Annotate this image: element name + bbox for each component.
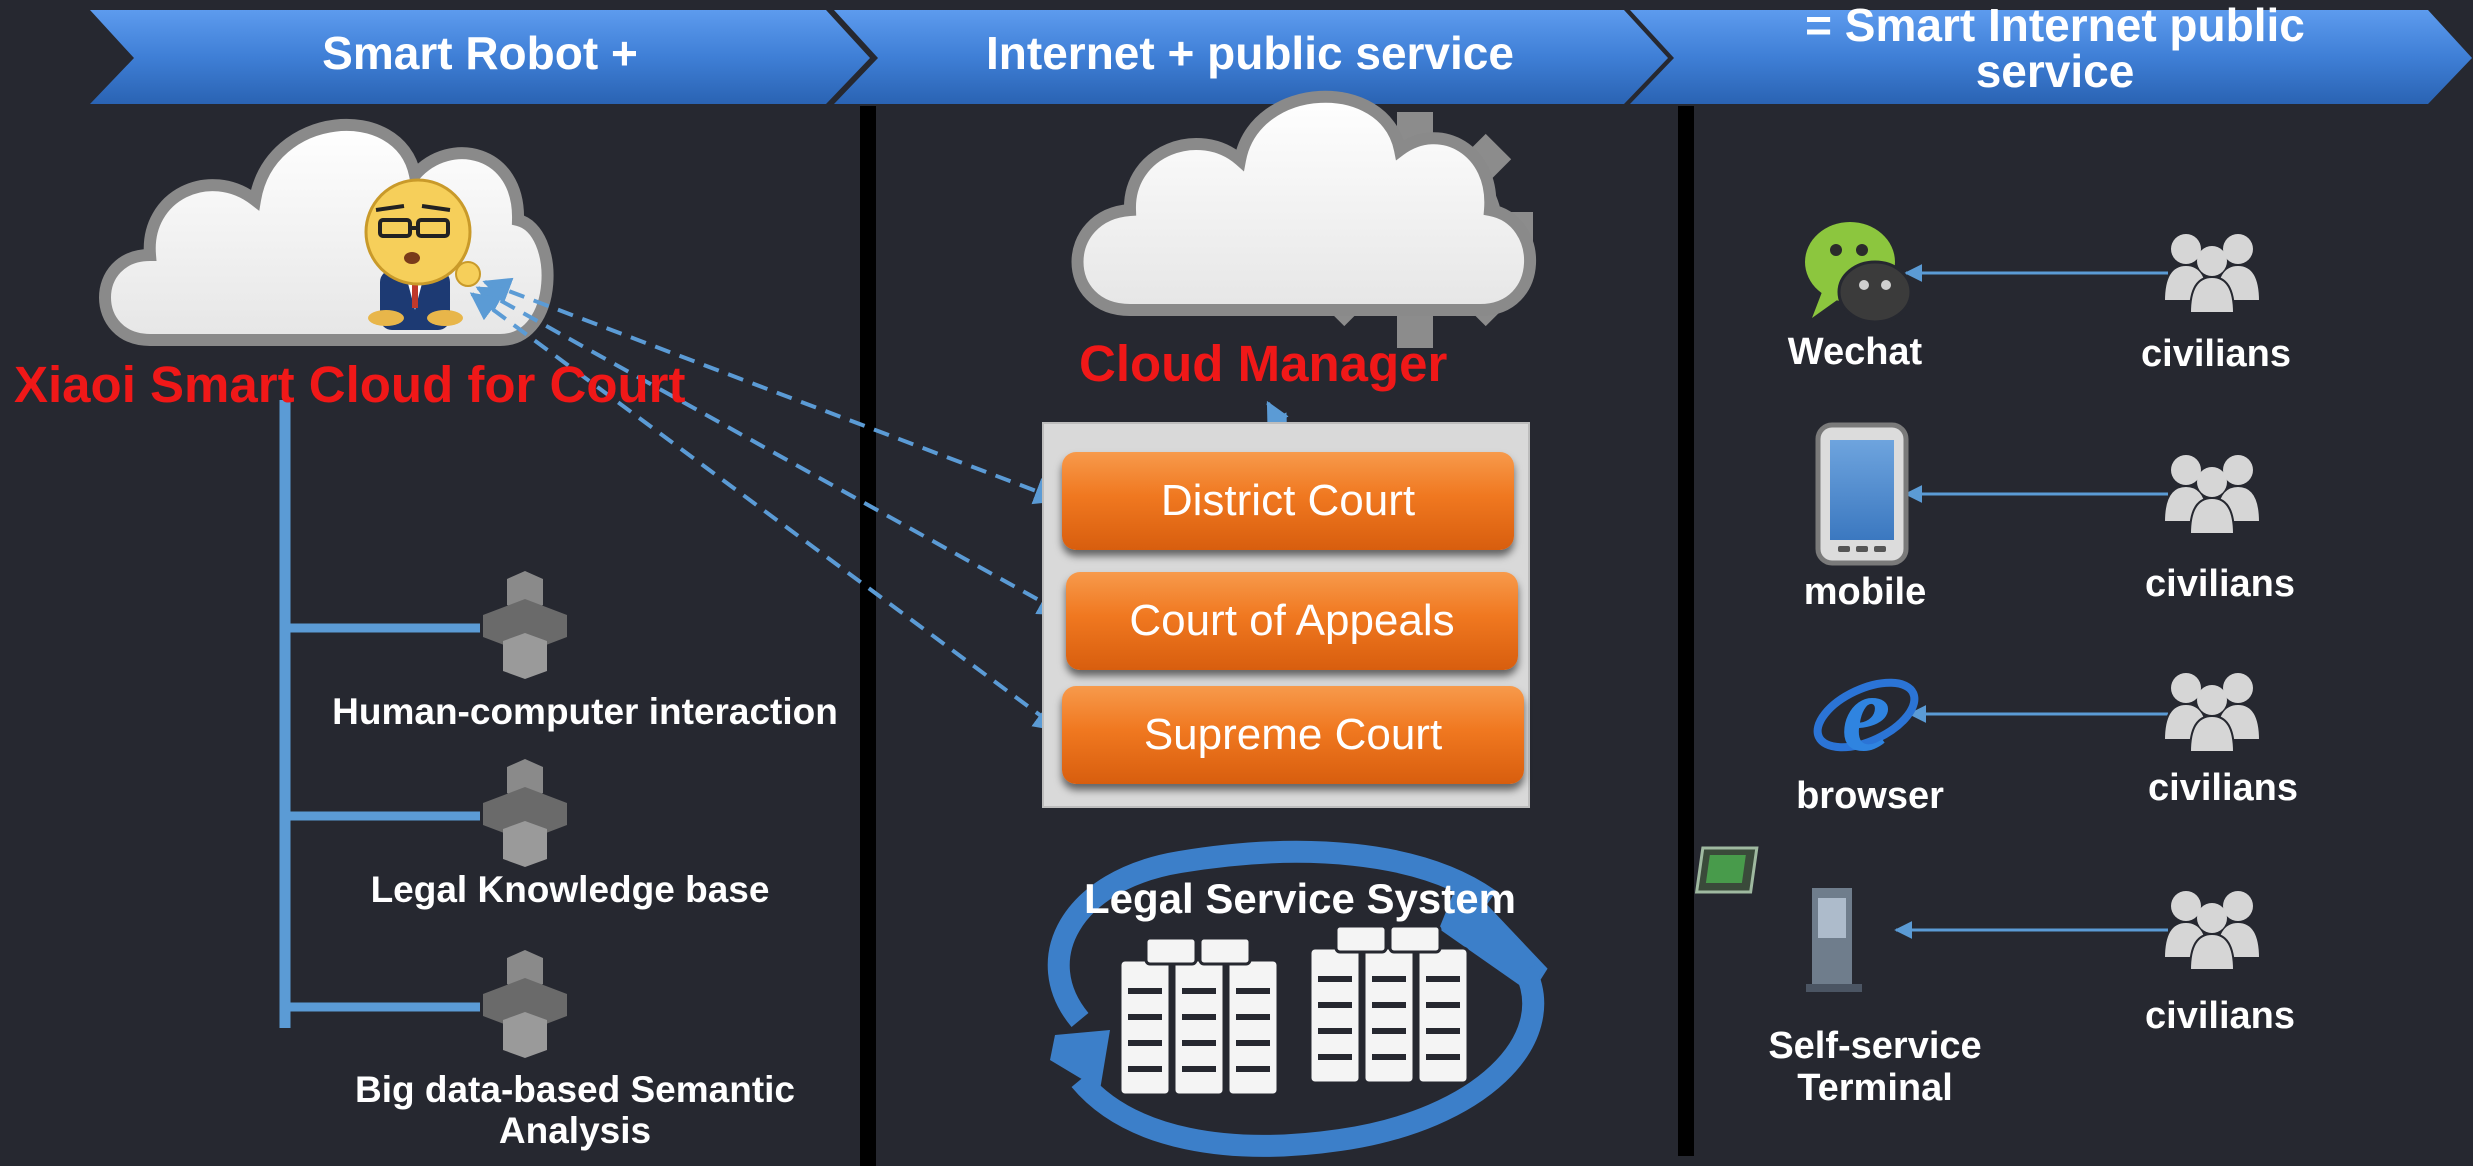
server-stack-icon (483, 950, 567, 1058)
civilians-label-4: civilians (2145, 995, 2295, 1037)
header-step-3: = Smart Internet public service (1805, 0, 2305, 97)
header-chevron-3 (1630, 10, 2472, 104)
kiosk-terminal-icon (1694, 846, 1862, 992)
browser-e-icon: e (1813, 652, 1919, 774)
court-button-supreme[interactable]: Supreme Court (1062, 686, 1524, 784)
court-button-appeals[interactable]: Court of Appeals (1066, 572, 1518, 670)
server-stack-icon (483, 571, 567, 679)
robot-mascot-icon (364, 178, 481, 330)
legal-service-system-title: Legal Service System (1084, 875, 1516, 922)
knowledge-tree-connector (279, 400, 480, 1028)
branch-label-big-data: Big data-based Semantic Analysis (354, 1069, 795, 1151)
header-step-1: Smart Robot + (322, 27, 638, 79)
column-divider-1 (860, 106, 876, 1166)
civilians-label-1: civilians (2141, 333, 2291, 375)
header-chevrons (90, 10, 2472, 104)
server-stack-icon (483, 759, 567, 867)
civilians-label-2: civilians (2145, 563, 2295, 605)
column-divider-2 (1678, 106, 1694, 1156)
channel-label-wechat: Wechat (1787, 331, 1923, 373)
server-rack-icon (1308, 924, 1470, 1085)
civilians-people-icon (2162, 234, 2262, 314)
xiaoi-cloud-icon (99, 118, 554, 346)
civilians-people-icon (2162, 891, 2262, 971)
channel-connectors (1894, 264, 2168, 939)
header-chevron-2 (834, 10, 1668, 104)
court-button-district[interactable]: District Court (1062, 452, 1514, 550)
server-rack-icon (1118, 936, 1280, 1097)
header-step-2: Internet + public service (986, 27, 1514, 79)
wechat-icon (1805, 222, 1913, 324)
xiaoi-cloud-title: Xiaoi Smart Cloud for Court (14, 356, 686, 413)
civilians-people-icon (2162, 673, 2262, 753)
civilians-people-icon (2162, 455, 2262, 535)
channel-label-browser: browser (1796, 775, 1944, 817)
cloud-manager-title: Cloud Manager (1079, 335, 1448, 392)
mobile-phone-icon (1815, 422, 1909, 566)
branch-label-legal-knowledge: Legal Knowledge base (370, 869, 770, 910)
channel-label-self-service-terminal: Self-service Terminal (1768, 1025, 1982, 1109)
court-dashed-connectors (469, 277, 1067, 732)
branch-label-human-computer: Human-computer interaction (332, 691, 838, 732)
legal-service-cycle-icon (1047, 840, 1548, 1157)
channel-label-mobile: mobile (1803, 571, 1927, 613)
svg-text:e: e (1842, 652, 1891, 774)
header-chevron-1 (90, 10, 870, 104)
cloud-gear-icon (1071, 90, 1537, 348)
civilians-label-3: civilians (2148, 767, 2298, 809)
